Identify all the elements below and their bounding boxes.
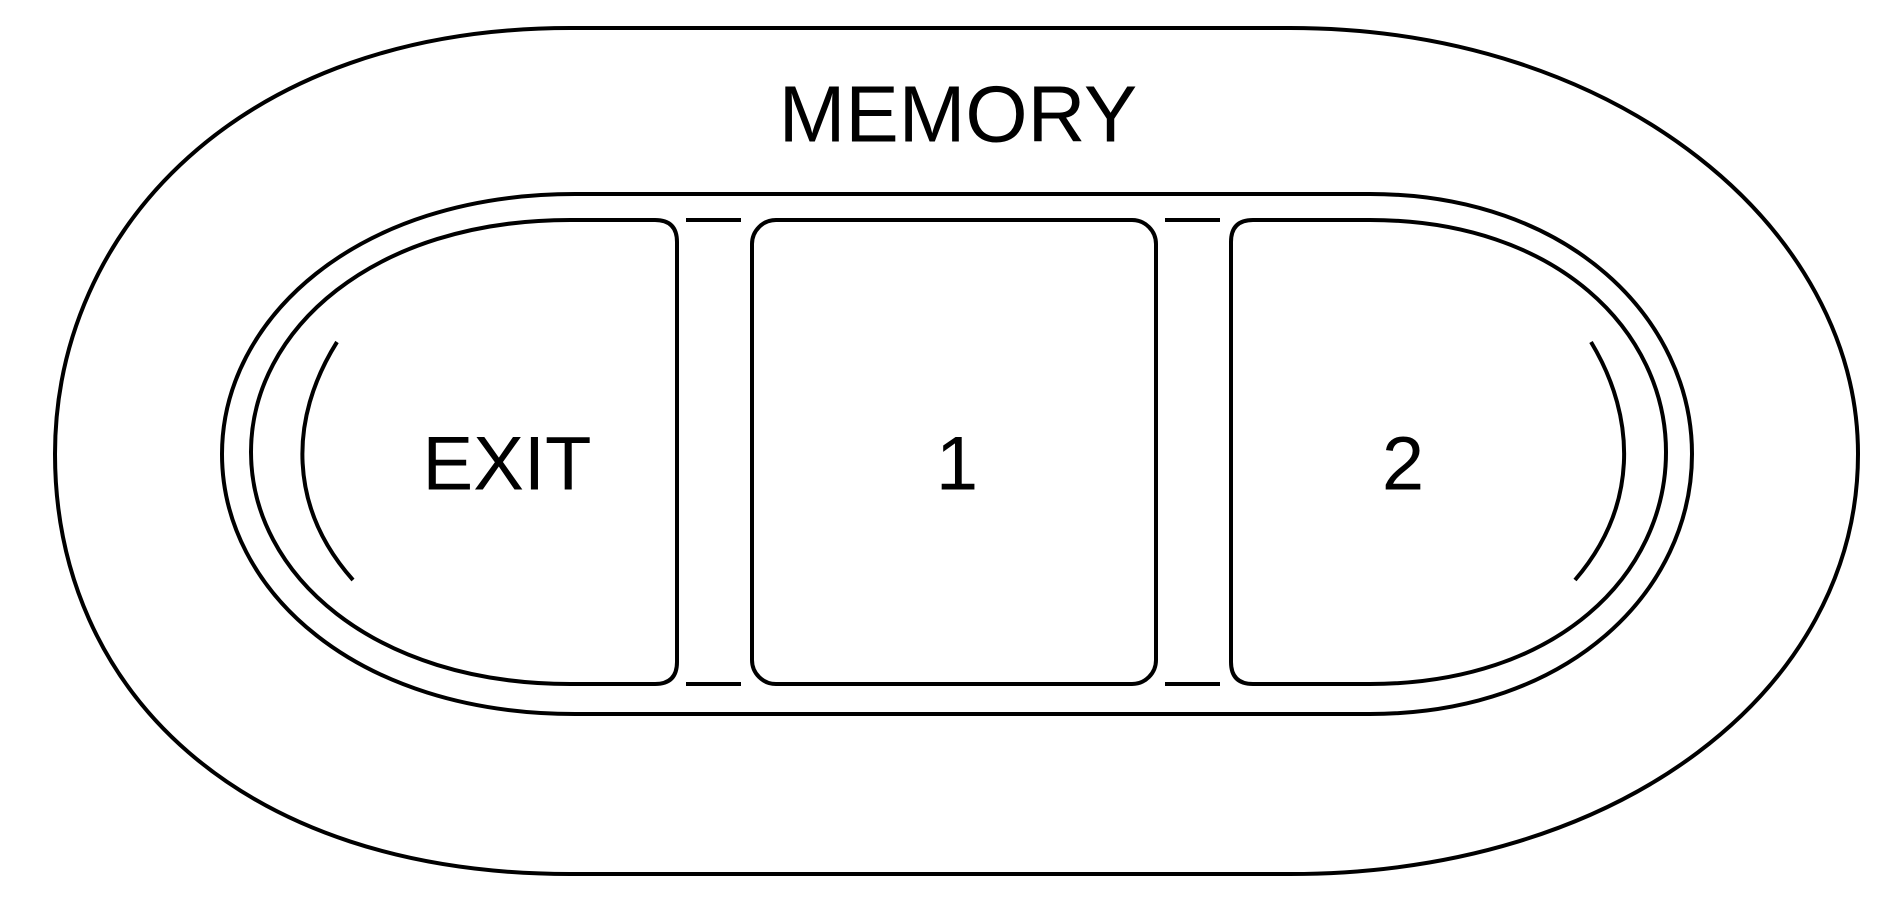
button-housing-outer bbox=[220, 192, 1694, 716]
panel-title: MEMORY bbox=[779, 70, 1138, 159]
exit-button[interactable]: EXIT bbox=[249, 218, 679, 686]
memory-2-button[interactable]: 2 bbox=[1229, 218, 1668, 686]
memory-2-button-label: 2 bbox=[1382, 422, 1424, 507]
exit-button-face[interactable] bbox=[249, 218, 679, 686]
memory-1-button-label: 1 bbox=[936, 422, 978, 507]
outer-bezel bbox=[53, 26, 1860, 876]
exit-button-highlight-arc bbox=[300, 340, 355, 582]
exit-button-label: EXIT bbox=[423, 422, 592, 507]
memory-1-button-face[interactable] bbox=[750, 218, 1158, 686]
memory-1-button[interactable]: 1 bbox=[750, 218, 1158, 686]
memory-2-button-face[interactable] bbox=[1229, 218, 1668, 686]
memory-2-button-highlight-arc bbox=[1573, 340, 1627, 582]
